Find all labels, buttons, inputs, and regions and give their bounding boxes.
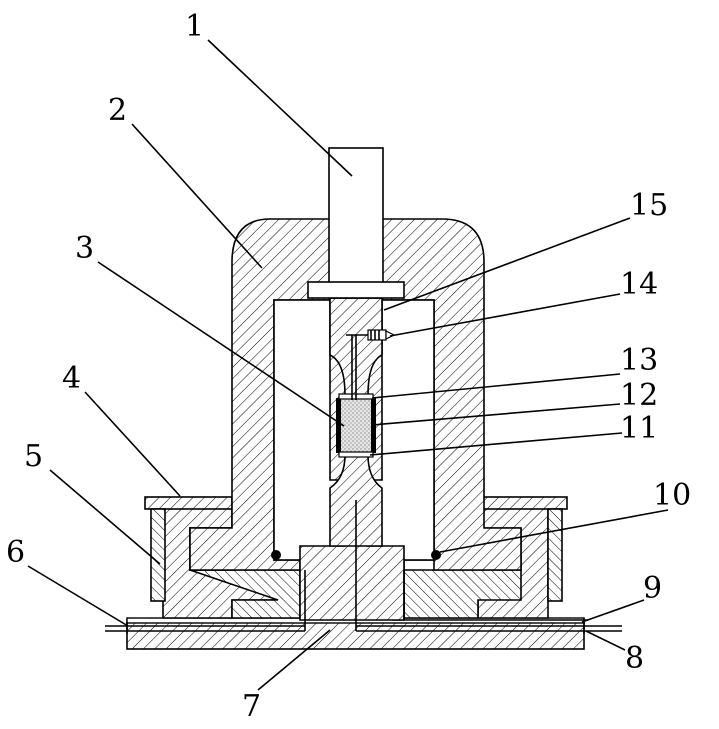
seal-ring-right	[431, 550, 441, 560]
label-15: 15	[630, 188, 668, 223]
label-6: 6	[6, 535, 25, 570]
end-cap-bottom	[339, 452, 373, 457]
label-9: 9	[643, 571, 662, 606]
label-2: 2	[108, 93, 127, 128]
flange-left	[145, 497, 232, 509]
rod-collar	[308, 282, 404, 298]
label-7: 7	[242, 689, 261, 724]
flange-right	[480, 497, 567, 509]
label-8: 8	[625, 641, 644, 676]
jacket-left	[336, 398, 341, 453]
label-4: 4	[62, 361, 81, 396]
label-1: 1	[185, 9, 204, 44]
loading-rod	[329, 148, 383, 298]
side-wall-right	[548, 509, 562, 601]
label-5: 5	[24, 439, 43, 474]
label-12: 12	[620, 378, 658, 413]
seal-ring-left	[271, 550, 281, 560]
side-wall-left	[151, 509, 165, 601]
label-11: 11	[620, 411, 658, 446]
label-10: 10	[653, 478, 691, 513]
label-3: 3	[75, 231, 94, 266]
label-13: 13	[620, 343, 658, 378]
label-14: 14	[620, 267, 658, 302]
